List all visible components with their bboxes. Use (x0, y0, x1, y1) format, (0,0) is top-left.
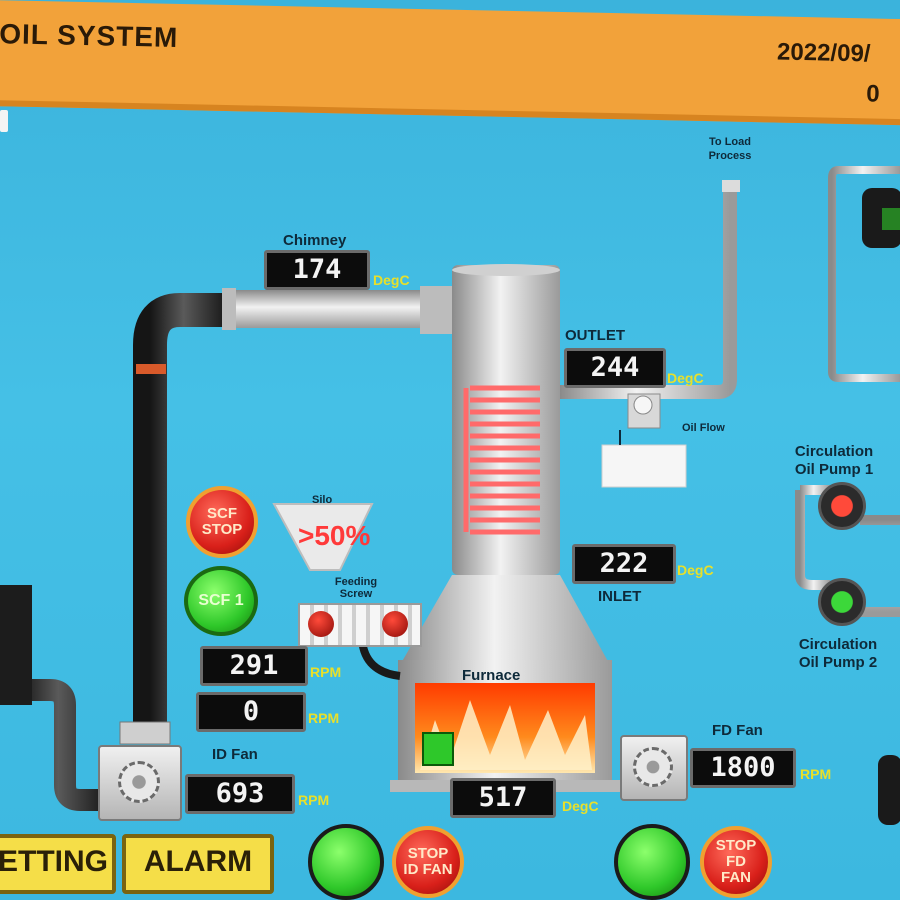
screw-indicator-right (382, 611, 408, 637)
stop-fd-fan-button[interactable]: STOP FD FAN (700, 826, 772, 898)
inlet-label: INLET (598, 588, 642, 605)
screw-indicator-left (308, 611, 334, 637)
fan-icon (633, 747, 673, 787)
feeding-screw[interactable] (298, 603, 422, 647)
furnace-label: Furnace (462, 667, 521, 684)
circulation-pump-2[interactable] (818, 578, 866, 626)
id-fan-run-indicator[interactable] (308, 824, 384, 900)
outlet-label: OUTLET (565, 327, 625, 344)
screw-rpm-1-display: 291 (200, 646, 308, 686)
outlet-temp-unit: DegC (667, 370, 704, 386)
id-fan-label: ID Fan (212, 746, 258, 763)
furnace-status-light (422, 732, 454, 766)
id-fan[interactable] (98, 745, 182, 821)
stop-id-fan-label: STOP ID FAN (403, 845, 453, 878)
flue-pipe (133, 293, 225, 730)
silo-label: Silo (312, 494, 333, 506)
left-unit (0, 585, 32, 705)
right-top-unit (862, 188, 900, 248)
right-loop-pipe (828, 166, 900, 382)
fd-fan-rpm-display: 1800 (690, 748, 796, 788)
furnace-temp-display: 517 (450, 778, 556, 818)
screw-rpm-1-unit: RPM (310, 664, 342, 680)
chimney-label: Chimney (283, 232, 347, 249)
outlet-temp-display: 244 (564, 348, 666, 388)
outlet-pipe (560, 185, 737, 399)
circulation-pump-2-label: Circulation Oil Pump 2 (798, 636, 878, 671)
circulation-pump-1[interactable] (818, 482, 866, 530)
scf1-label: SCF 1 (198, 592, 244, 609)
furnace-hood (400, 575, 610, 665)
header-icon (0, 110, 8, 132)
scf-stop-button[interactable]: SCF STOP (186, 486, 258, 558)
to-load-process-label: To Load Process (708, 136, 752, 162)
oil-flow-label: Oil Flow (682, 422, 725, 434)
heating-coil (463, 385, 540, 535)
chimney-temp-display: 174 (264, 250, 370, 290)
fd-fan-label: FD Fan (712, 722, 763, 739)
silo-level-readout: >50% (298, 520, 371, 551)
fd-fan[interactable] (620, 735, 688, 801)
fd-fan-run-indicator[interactable] (614, 824, 690, 900)
furnace-temp-unit: DegC (562, 798, 599, 814)
scf1-button[interactable]: SCF 1 (184, 566, 258, 636)
setting-button[interactable]: ETTING (0, 834, 116, 894)
silo-hopper (272, 503, 374, 571)
fan-icon (118, 761, 160, 803)
oil-flow-box (601, 444, 687, 488)
right-bottom-unit (878, 755, 900, 825)
circulation-pump-1-label: Circulation Oil Pump 1 (794, 443, 874, 478)
inlet-temp-unit: DegC (677, 562, 714, 578)
chimney-temp-unit: DegC (373, 272, 410, 288)
alarm-button[interactable]: ALARM (122, 834, 274, 894)
feeding-screw-label: Feeding Screw (334, 576, 378, 600)
inlet-temp-display: 222 (572, 544, 676, 584)
fd-fan-rpm-unit: RPM (800, 766, 832, 782)
stop-fd-fan-label: STOP FD FAN (715, 837, 757, 886)
flue-pipe-ring (136, 364, 166, 374)
id-fan-rpm-display: 693 (185, 774, 295, 814)
chimney-pipe (222, 290, 437, 328)
stop-id-fan-button[interactable]: STOP ID FAN (392, 826, 464, 898)
left-duct (20, 679, 105, 811)
scf-stop-label: SCF STOP (201, 505, 243, 538)
id-fan-rpm-unit: RPM (298, 792, 330, 808)
screw-rpm-2-unit: RPM (308, 710, 340, 726)
screw-rpm-2-display: 0 (196, 692, 306, 732)
